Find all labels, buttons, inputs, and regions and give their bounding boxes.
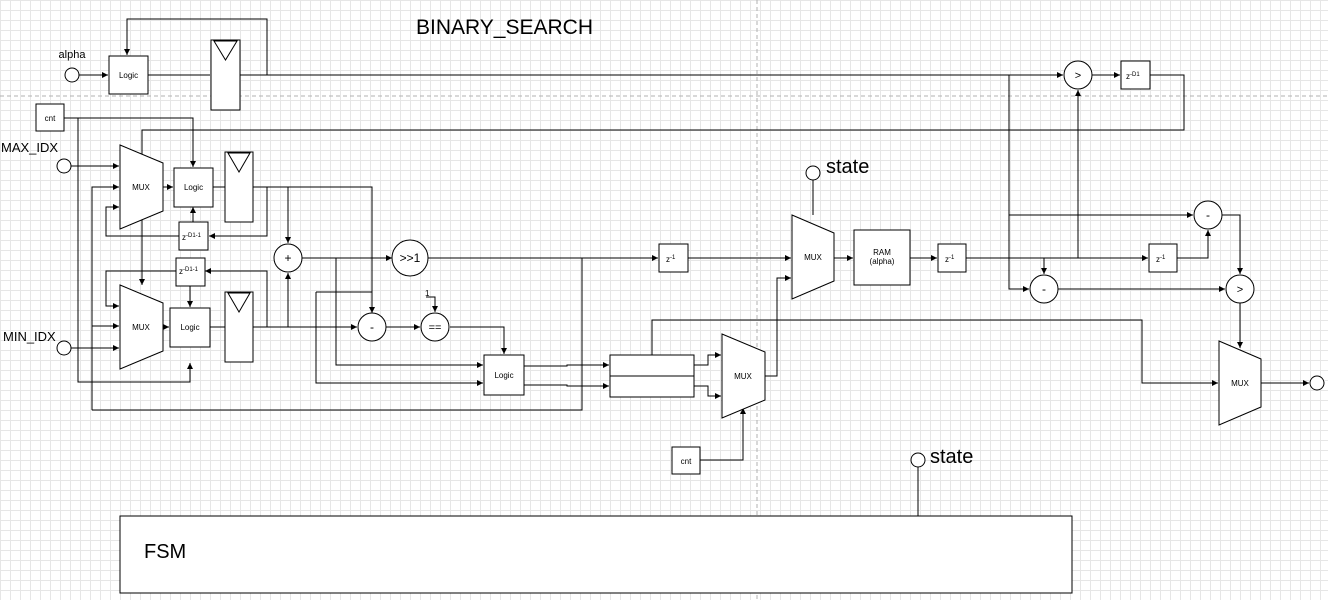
equal-label: == bbox=[429, 322, 442, 334]
delay-z1-mid[interactable]: z-1 bbox=[658, 243, 689, 273]
mux-select-label: MUX bbox=[734, 372, 752, 381]
register-min[interactable] bbox=[224, 291, 254, 363]
shift-right-label: >>1 bbox=[400, 251, 421, 265]
delay-z1-right-label: z-1 bbox=[1156, 255, 1166, 264]
logic-block-alpha[interactable]: Logic bbox=[108, 55, 149, 95]
subtract-right-mid-label: - bbox=[1042, 282, 1046, 296]
delay-d1-top[interactable]: z-D1 bbox=[1120, 60, 1151, 90]
cnt-block-top[interactable]: cnt bbox=[35, 103, 65, 132]
compare-gt-top[interactable]: > bbox=[1063, 60, 1093, 90]
fsm-label: FSM bbox=[144, 541, 186, 563]
mux-select[interactable]: MUX bbox=[721, 333, 766, 419]
compare-gt-right-label: > bbox=[1237, 284, 1243, 296]
diagram-title: BINARY_SEARCH bbox=[416, 16, 593, 39]
logic-compare-label: Logic bbox=[494, 371, 513, 380]
shift-right-circle[interactable]: >>1 bbox=[391, 239, 429, 277]
state-label-top: state bbox=[826, 156, 869, 178]
delay-d1-1-min-label: z-D1-1 bbox=[179, 267, 199, 276]
ram-alpha-block[interactable]: RAM (alpha) bbox=[853, 229, 911, 286]
compare-gt-top-label: > bbox=[1075, 70, 1081, 82]
max-idx-label: MAX_IDX bbox=[1, 140, 58, 155]
delay-d1-1-max-label: z-D1-1 bbox=[182, 233, 202, 242]
mux-min-label: MUX bbox=[132, 323, 150, 332]
min-idx-label: MIN_IDX bbox=[3, 329, 56, 344]
mux-ram-address-label: MUX bbox=[804, 253, 822, 262]
state-port-top[interactable] bbox=[805, 165, 821, 181]
output-port[interactable] bbox=[1309, 375, 1325, 391]
cnt-top-label: cnt bbox=[45, 114, 56, 123]
cnt-block-bottom[interactable]: cnt bbox=[671, 446, 701, 475]
state-label-bottom: state bbox=[930, 446, 973, 468]
buffer-box[interactable] bbox=[609, 354, 695, 398]
subtract-circle-mid[interactable]: - bbox=[357, 312, 387, 342]
min-idx-port[interactable] bbox=[56, 340, 72, 356]
subtract-right-top-label: - bbox=[1206, 208, 1210, 222]
compare-gt-right[interactable]: > bbox=[1225, 274, 1255, 304]
cnt-bottom-label: cnt bbox=[681, 457, 692, 466]
adder-label: + bbox=[284, 251, 291, 265]
mux-output[interactable]: MUX bbox=[1218, 340, 1262, 426]
subtract-mid-label: - bbox=[370, 320, 374, 334]
logic-block-min[interactable]: Logic bbox=[169, 307, 211, 348]
adder-circle[interactable]: + bbox=[273, 243, 303, 273]
logic-alpha-label: Logic bbox=[119, 71, 138, 80]
delay-z1-right[interactable]: z-1 bbox=[1148, 243, 1178, 273]
mux-min[interactable]: MUX bbox=[119, 284, 164, 370]
alpha-label: alpha bbox=[59, 49, 87, 61]
equal-circle[interactable]: == bbox=[420, 312, 450, 342]
register-max[interactable] bbox=[224, 151, 254, 223]
delay-d1-1-min[interactable]: z-D1-1 bbox=[175, 257, 206, 287]
state-port-bottom[interactable] bbox=[910, 452, 926, 468]
mux-ram-address[interactable]: MUX bbox=[791, 214, 835, 300]
alpha-port[interactable] bbox=[64, 67, 80, 83]
subtract-circle-right-mid[interactable]: - bbox=[1029, 274, 1059, 304]
delay-d1-1-max[interactable]: z-D1-1 bbox=[178, 221, 209, 251]
ram-sublabel: (alpha) bbox=[870, 257, 895, 266]
logic-max-label: Logic bbox=[184, 183, 203, 192]
delay-z1-mid-label: z-1 bbox=[666, 255, 676, 264]
max-idx-port[interactable] bbox=[56, 158, 72, 174]
logic-block-max[interactable]: Logic bbox=[173, 167, 214, 208]
constant-one-label: 1 bbox=[425, 289, 430, 298]
delay-d1-top-label: z-D1 bbox=[1126, 72, 1140, 81]
mux-output-label: MUX bbox=[1231, 379, 1249, 388]
subtract-circle-right-top[interactable]: - bbox=[1193, 200, 1223, 230]
fsm-block[interactable]: FSM bbox=[119, 515, 1073, 594]
mux-max[interactable]: MUX bbox=[119, 144, 164, 230]
mux-max-label: MUX bbox=[132, 183, 150, 192]
ram-label: RAM bbox=[873, 248, 891, 257]
logic-min-label: Logic bbox=[180, 323, 199, 332]
delay-z1-ram-label: z-1 bbox=[945, 255, 955, 264]
register-alpha[interactable] bbox=[210, 39, 241, 111]
delay-z1-ram[interactable]: z-1 bbox=[937, 243, 967, 273]
logic-block-compare[interactable]: Logic bbox=[483, 354, 525, 396]
